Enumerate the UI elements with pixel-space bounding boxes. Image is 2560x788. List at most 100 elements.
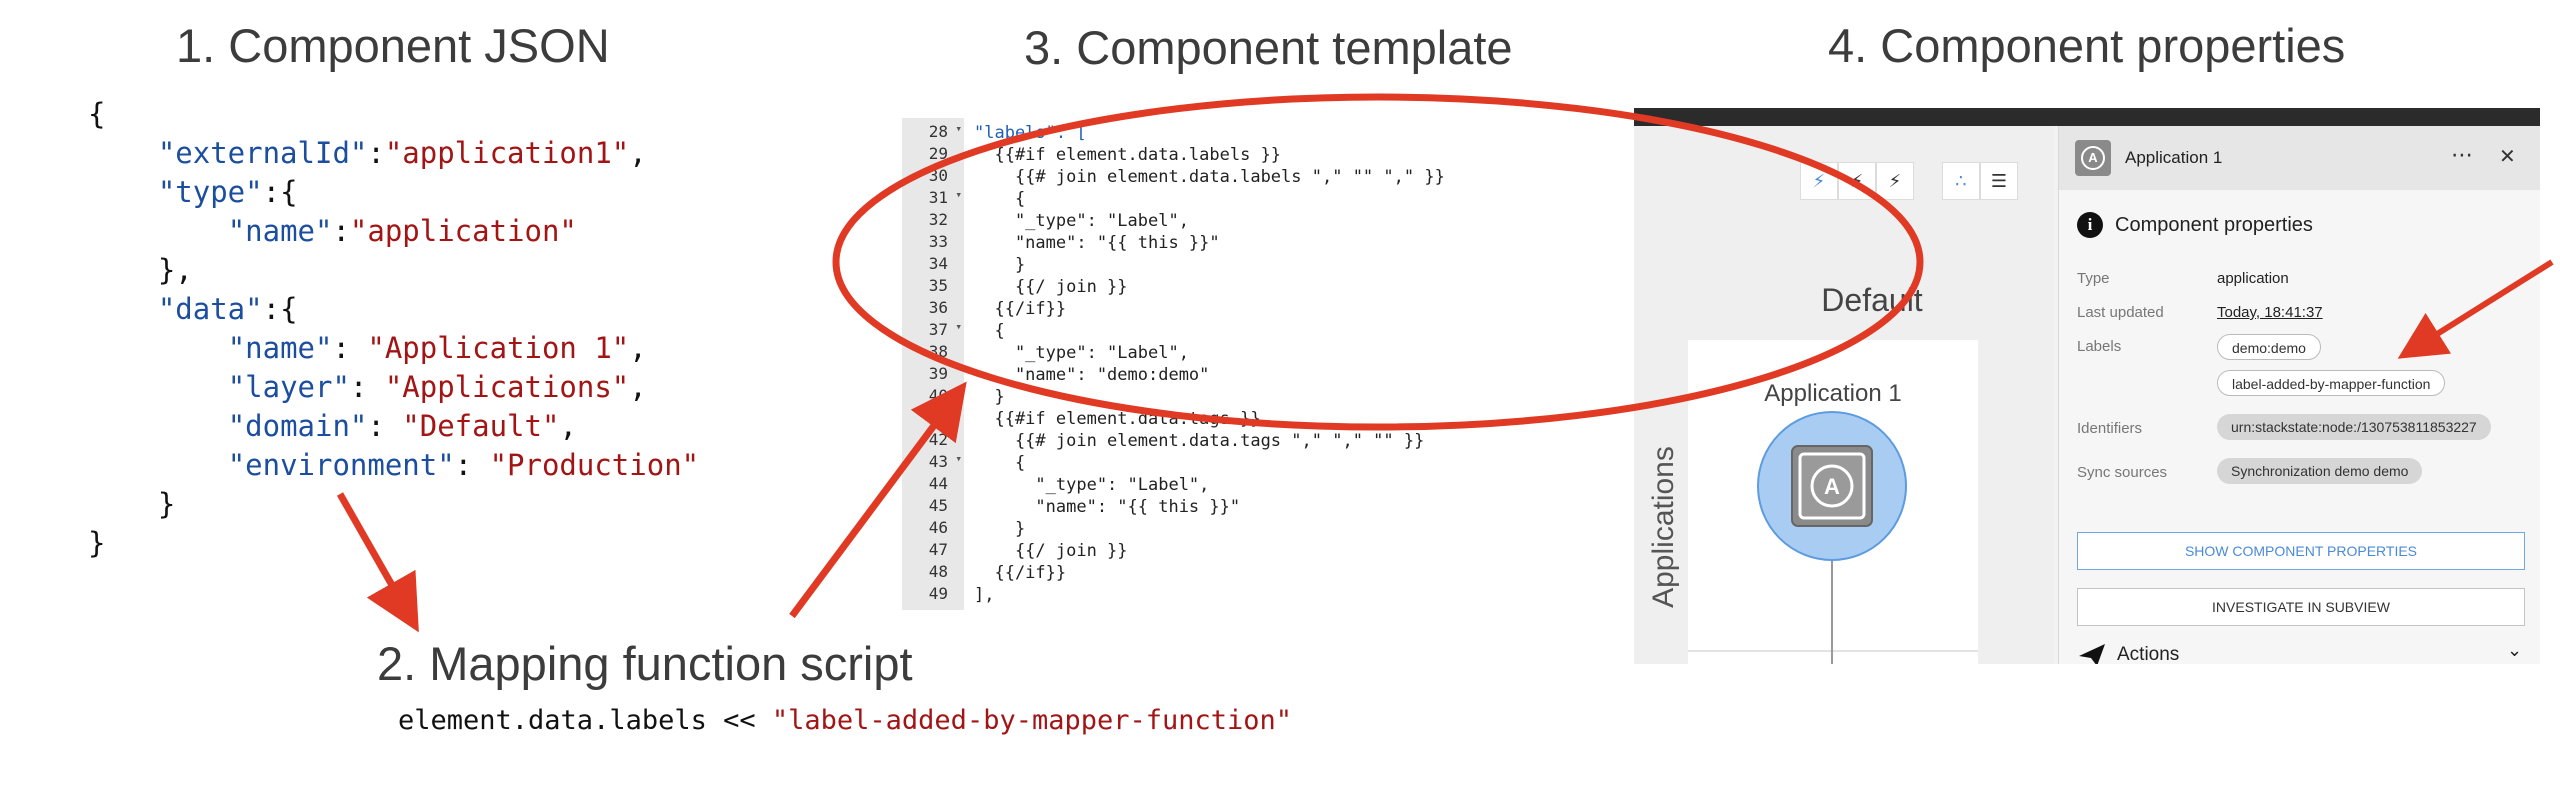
identifiers-label: Identifiers (2077, 420, 2143, 437)
code-line: { (974, 189, 1026, 209)
line-number-text: 49 (928, 584, 948, 603)
info-icon: i (2077, 212, 2103, 238)
sync-source-pill[interactable]: Synchronization demo demo (2217, 458, 2423, 484)
sync-sources-label: Sync sources (2077, 464, 2168, 481)
code-line: "_type": "Label", (974, 211, 1189, 231)
line-number: 49 (902, 584, 964, 606)
label-pill-mapper[interactable]: label-added-by-mapper-function (2217, 370, 2446, 396)
fold-arrow-icon[interactable]: ▾ (955, 122, 962, 135)
code-line: "labels": [ (974, 123, 1087, 143)
json-line: "type":{ (88, 173, 699, 212)
script-string: "label-added-by-mapper-function" (771, 705, 1293, 736)
labels-label: Labels (2077, 338, 2122, 355)
template-highlight-ellipse (832, 93, 1924, 431)
investigate-in-subview-button[interactable]: INVESTIGATE IN SUBVIEW (2077, 588, 2525, 626)
panel-title: Application 1 (2125, 148, 2223, 167)
arrow-script-to-template (789, 381, 967, 619)
code-line: "name": "{{ this }}" (974, 233, 1220, 253)
json-key: "environment" (227, 448, 455, 482)
line-number-text: 39 (928, 364, 948, 383)
heading-component-properties: 4. Component properties (1828, 19, 2346, 72)
identifier-pill[interactable]: urn:stackstate:node:/130753811853227 (2217, 414, 2491, 440)
json-punct: } (88, 487, 176, 521)
json-punct: : (454, 448, 490, 482)
heading-mapping-script: 2. Mapping function script (377, 637, 913, 690)
line-number-text: 44 (928, 474, 948, 493)
line-number-text: 43 (928, 452, 948, 471)
json-punct: : (349, 370, 385, 404)
json-punct: : (332, 214, 350, 248)
json-punct: , (629, 136, 647, 170)
line-number: 43 ▾ (902, 452, 964, 474)
json-line: "domain": "Default", (88, 407, 699, 446)
line-number-text: 47 (928, 540, 948, 559)
label-pill-demo[interactable]: demo:demo (2217, 334, 2321, 360)
filter-icon-3[interactable]: ⚡ (1876, 162, 1914, 200)
close-icon[interactable]: ✕ (2499, 146, 2516, 168)
line-number: 28▾ (902, 122, 964, 144)
component-details-panel: A Application 1 ⋯ ✕ i Component properti… (2058, 126, 2540, 664)
line-number-text: 33 (928, 232, 948, 251)
line-number: 36 (902, 298, 964, 320)
top-bar (1634, 108, 2540, 126)
last-updated-value[interactable]: Today, 18:41:37 (2217, 304, 2323, 321)
heading-component-json: 1. Component JSON (176, 19, 610, 72)
code-line: } (974, 255, 1026, 275)
code-line: {{/ join }} (974, 277, 1128, 297)
json-line: }, (88, 251, 699, 290)
topology-view-icon[interactable]: ∴ (1942, 162, 1980, 200)
chevron-down-icon[interactable]: ⌄ (2507, 640, 2523, 660)
stackstate-ui-screenshot: ⚡ ⚡ ⚡ ∴ ☰ Default Applications Applicati… (1634, 108, 2540, 664)
json-key: "name" (227, 331, 333, 365)
json-value: "Production" (489, 448, 700, 482)
component-node[interactable]: A (1752, 410, 1912, 664)
list-view-icon[interactable]: ☰ (1980, 162, 2018, 200)
json-value: "application" (349, 214, 577, 248)
line-number: 45 (902, 496, 964, 518)
last-updated-label: Last updated (2077, 304, 2164, 321)
view-mode-toolbar: ∴ ☰ (1942, 162, 2018, 200)
line-number-text: 36 (928, 298, 948, 317)
json-value: "Application 1" (367, 331, 630, 365)
line-number: 37 ▾ (902, 320, 964, 342)
fold-arrow-icon[interactable]: ▾ (955, 320, 962, 333)
code-line: {{# join element.data.labels "," "" "," … (974, 167, 1445, 187)
code-line: { (974, 321, 1005, 341)
json-punct: :{ (262, 292, 298, 326)
line-number: 33 (902, 232, 964, 254)
json-punct: , (629, 331, 647, 365)
code-line: {{/if}} (974, 563, 1067, 583)
json-value: "Default" (402, 409, 560, 443)
topology-canvas: ⚡ ⚡ ⚡ ∴ ☰ Default Applications Applicati… (1634, 126, 2054, 664)
json-punct: : (367, 409, 403, 443)
line-number: 29 (902, 144, 964, 166)
line-number: 47 (902, 540, 964, 562)
actions-label[interactable]: Actions (2117, 644, 2180, 664)
fold-arrow-icon[interactable]: ▾ (955, 188, 962, 201)
code-line: } (974, 387, 1005, 407)
line-number-text: 35 (928, 276, 948, 295)
code-line: {{/if}} (974, 299, 1067, 319)
json-key: "layer" (227, 370, 350, 404)
json-punct: : (332, 331, 368, 365)
arrow-json-to-script (336, 492, 419, 633)
code-line: "_type": "Label", (974, 343, 1189, 363)
json-line: } (88, 524, 699, 563)
json-line: "layer": "Applications", (88, 368, 699, 407)
code-line: "name": "{{ this }}" (974, 497, 1241, 517)
show-component-properties-button[interactable]: SHOW COMPONENT PROPERTIES (2077, 532, 2525, 570)
line-number-text: 37 (928, 320, 948, 339)
fold-arrow-icon[interactable]: ▾ (955, 452, 962, 465)
code-line: {{#if element.data.labels }} (974, 145, 1282, 165)
mapping-function-code: element.data.labels << "label-added-by-m… (398, 705, 1292, 736)
component-type-icon: A (2075, 140, 2111, 176)
more-options-icon[interactable]: ⋯ (2451, 142, 2473, 167)
json-line: "name": "Application 1", (88, 329, 699, 368)
template-editor: 28▾ "labels": [ 29 {{#if element.data.labe… (902, 118, 1500, 610)
json-key: "name" (227, 214, 333, 248)
type-label: Type (2077, 270, 2110, 287)
line-number-text: 48 (928, 562, 948, 581)
json-value: "application1" (384, 136, 630, 170)
line-number: 39 (902, 364, 964, 386)
